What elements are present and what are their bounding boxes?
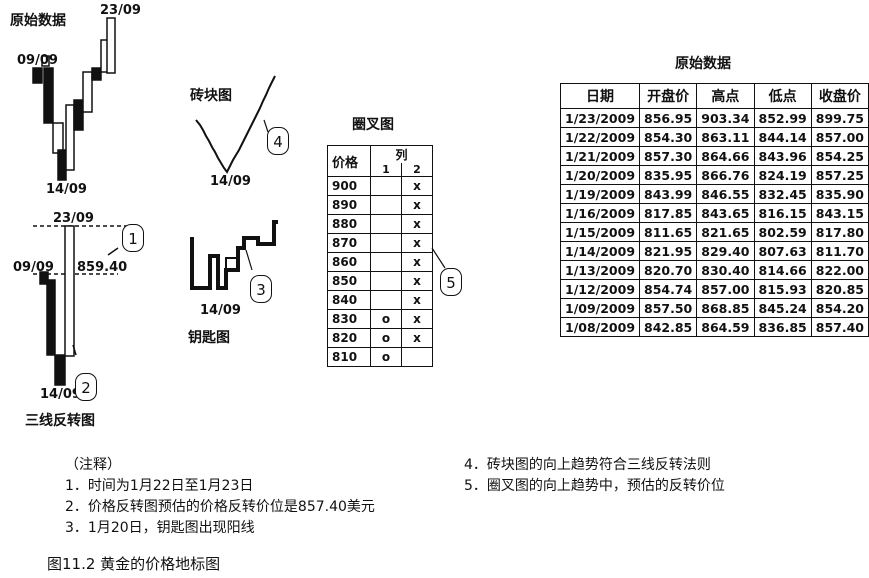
key-title: 钥匙图 — [188, 330, 230, 346]
raw-date-bottom: 14/09 — [46, 182, 87, 197]
tl-date-top: 23/09 — [53, 211, 94, 226]
raw-table-header-row: 日期 开盘价 高点 低点 收盘价 — [559, 83, 869, 109]
pf-col-number-row: 1 2 — [328, 163, 433, 177]
raw-bar — [91, 67, 102, 81]
callout-2: 2 — [75, 373, 97, 401]
pf-price-header: 价格 — [327, 145, 371, 177]
pf-header-row: 价格 列 — [327, 145, 433, 177]
note-1: 1．时间为1月22日至1月23日 — [65, 478, 254, 494]
callout-5: 5 — [440, 268, 462, 296]
note-3: 3．1月20日，钥匙图出现阳线 — [65, 520, 255, 536]
tl-date-bottom: 14/09 — [40, 387, 81, 402]
note-2: 2．价格反转图预估的价格反转价位是857.40美元 — [65, 499, 375, 515]
callout-1-leader — [107, 247, 119, 256]
raw-bar — [82, 71, 93, 113]
col-header-high: 高点 — [696, 83, 755, 109]
callout-2-leader — [72, 344, 77, 356]
tl-price-label: 859.40 — [77, 260, 128, 275]
raw-bar — [57, 149, 67, 181]
tl-bar — [54, 354, 66, 386]
col-header-close: 收盘价 — [810, 83, 869, 109]
col-header-low: 低点 — [753, 83, 812, 109]
pf-col-2: 2 — [401, 163, 433, 177]
note-5: 5．圈叉图的向上趋势中，预估的反转价位 — [464, 478, 725, 494]
three-line-break-chart — [33, 225, 135, 386]
raw-date-top: 23/09 — [100, 3, 141, 18]
raw-bar — [32, 67, 43, 84]
key-chart — [190, 220, 278, 290]
raw-data-line-break-chart — [32, 17, 116, 181]
three-line-title: 三线反转图 — [25, 413, 95, 429]
note-4: 4．砖块图的向上趋势符合三线反转法则 — [464, 457, 711, 473]
notes-header: （注释） — [65, 457, 121, 473]
col-header-date: 日期 — [559, 83, 641, 109]
raw-data-title: 原始数据 — [10, 13, 66, 29]
col-header-open: 开盘价 — [639, 83, 698, 109]
key-date-bottom: 14/09 — [200, 303, 241, 318]
figure-caption: 图11.2 黄金的价格地标图 — [47, 555, 221, 573]
callout-3: 3 — [250, 275, 272, 303]
brick-date-bottom: 14/09 — [210, 174, 251, 189]
tl-bar — [64, 225, 75, 357]
brick-chart — [195, 75, 276, 174]
raw-bar — [65, 104, 75, 171]
callout-4: 4 — [267, 127, 289, 155]
tl-bar — [46, 279, 56, 356]
raw-bar — [106, 17, 116, 74]
callout-5-leader — [431, 247, 446, 269]
brick-title: 砖块图 — [190, 88, 232, 104]
tl-date-left: 09/09 — [13, 260, 54, 275]
pf-col-header: 列 — [370, 145, 433, 163]
pf-title: 圈叉图 — [352, 117, 394, 133]
raw-date-left: 09/09 — [17, 53, 58, 68]
raw-bar — [73, 99, 84, 131]
tl-bar — [39, 271, 49, 285]
pf-col-1: 1 — [370, 163, 402, 177]
raw-bar — [52, 122, 64, 154]
raw-bar — [43, 67, 54, 124]
raw-table-title: 原始数据 — [675, 56, 731, 72]
callout-1: 1 — [122, 224, 144, 252]
raw-bar — [41, 55, 50, 67]
